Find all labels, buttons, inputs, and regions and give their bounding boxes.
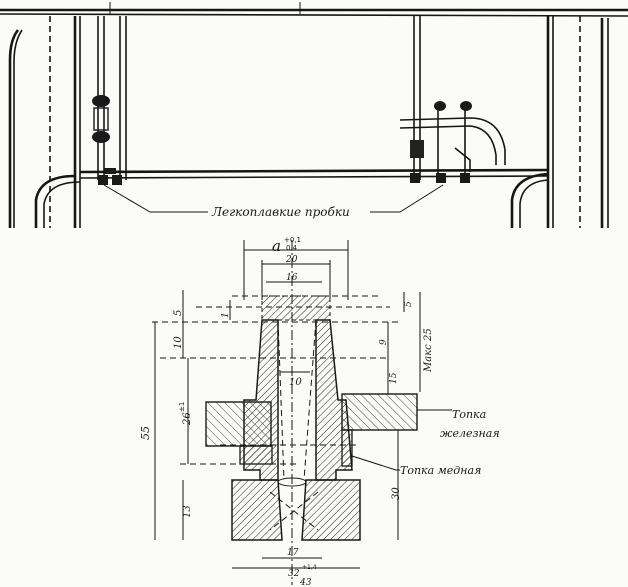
- right-fitting-1: [434, 101, 446, 111]
- upper-boiler-view: Легкоплавкие пробки: [0, 2, 628, 228]
- dim-26-label: 26: [182, 412, 193, 426]
- bore-line-left: [277, 319, 285, 481]
- dim-32-label: 32: [288, 569, 300, 579]
- left-outer-wall-inner: [13, 29, 23, 228]
- crown-sheet-2: [79, 175, 549, 179]
- plug-section-view: a +0,1 0,4 20 16 10 17 32 +1,4 43 55 5 1…: [139, 236, 500, 587]
- fusible-plugs-label: Легкоплавкие пробки: [211, 205, 350, 219]
- stay-nut-lower: [92, 131, 110, 143]
- dim-a-tol-lower: 0,4: [286, 244, 298, 252]
- dim-13-label: 13: [182, 505, 193, 518]
- left-outer-wall: [8, 29, 20, 228]
- dim-15-label: 15: [389, 372, 399, 384]
- copper-leader: [351, 455, 400, 471]
- nut-cross: [269, 491, 319, 531]
- dim-a-tol-upper: +0,1: [284, 236, 301, 244]
- iron-plate-right: [341, 393, 418, 431]
- stay-body: [93, 107, 109, 131]
- right-fitting-2: [460, 101, 472, 111]
- right-plug-body: [410, 140, 424, 158]
- dim-17-label: 17: [287, 548, 299, 558]
- left-water-bend: [34, 174, 76, 228]
- crown-sheet: [79, 168, 549, 174]
- plug-nut-right: [301, 479, 361, 541]
- plug-body-right: [315, 319, 353, 481]
- dim-max-label: Макс 25: [423, 328, 434, 373]
- dim-30-label: 30: [391, 487, 402, 500]
- callout-leader-left: [103, 184, 208, 213]
- dim-10-left-label: 10: [173, 336, 184, 349]
- left-water-bend-2: [43, 181, 81, 228]
- right-water-bend-2: [519, 179, 549, 228]
- callout-leader-right: [370, 184, 444, 213]
- dim-5-label: 5: [173, 310, 184, 316]
- dim-32-tol: +1,4: [302, 564, 317, 571]
- nut-bore-ellipse: [277, 477, 307, 487]
- dim-10-inner-label: 10: [289, 377, 302, 388]
- dim-1-label: 1: [221, 312, 231, 318]
- right-pipe-bend-2: [399, 125, 497, 165]
- dim-a-label: a: [272, 237, 281, 255]
- plug-body-left: [243, 319, 279, 481]
- dim-43-label: 43: [299, 578, 312, 587]
- dim-20-label: 20: [285, 255, 298, 265]
- iron-plate-label-2: железная: [440, 427, 500, 440]
- top-frame-line-2: [0, 13, 628, 17]
- dim-16-label: 16: [286, 273, 298, 283]
- dim-55-label: 55: [139, 426, 152, 440]
- iron-plate-label-1: Топка: [452, 408, 486, 421]
- copper-plate-label: Топка медная: [400, 464, 481, 477]
- fusible-plug-left-group: [98, 168, 122, 185]
- dim-right-5-label: 5: [404, 301, 414, 307]
- right-pipe-bend: [399, 117, 506, 165]
- right-water-bend: [510, 172, 549, 228]
- dim-9-label: 9: [379, 339, 389, 345]
- fusible-plug-right-group: [410, 173, 470, 183]
- dim-26-tol: ±1: [178, 402, 186, 412]
- right-valve: [454, 147, 471, 172]
- bore-line-right: [303, 319, 317, 481]
- stay-nut-upper: [92, 95, 110, 107]
- plug-nut-left: [231, 479, 283, 541]
- fusible-core-top: [261, 295, 331, 321]
